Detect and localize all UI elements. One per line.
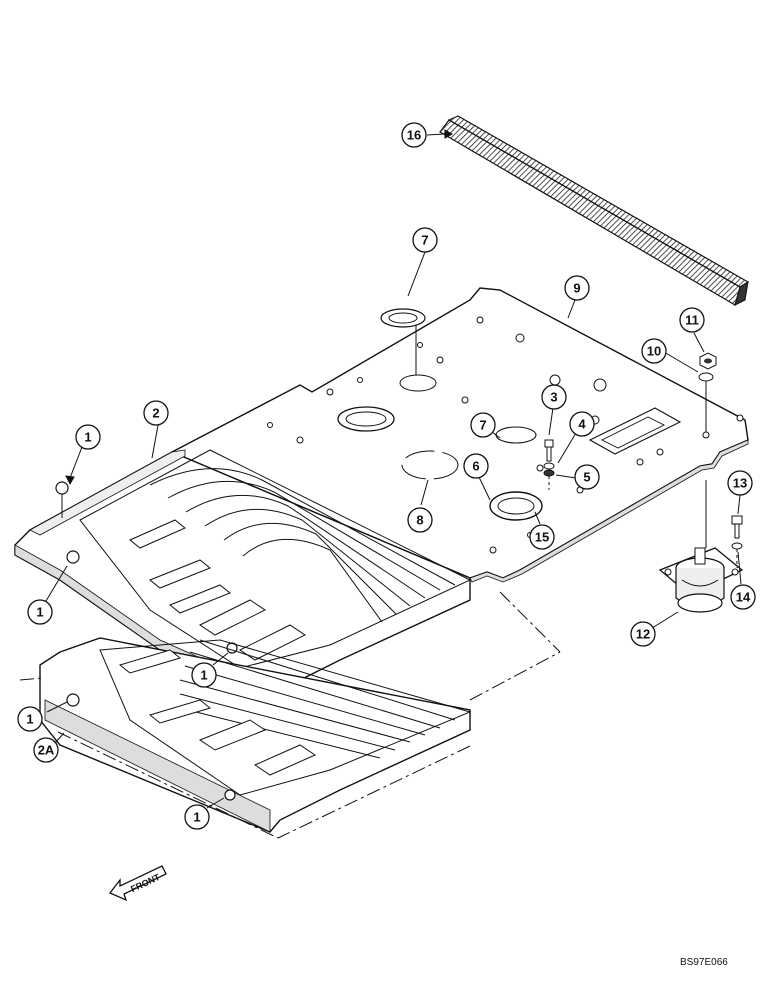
callout-1-bottom: 1 <box>184 804 210 830</box>
svg-text:1: 1 <box>193 810 200 825</box>
nut-5 <box>543 469 555 477</box>
washer-14 <box>731 542 743 550</box>
leader-lines <box>45 129 742 809</box>
callout-15: 15 <box>529 524 555 550</box>
svg-text:4: 4 <box>578 417 586 432</box>
svg-text:12: 12 <box>636 627 650 642</box>
seal-strip <box>439 115 750 306</box>
gasket-7-lower <box>495 426 537 444</box>
svg-text:1: 1 <box>36 605 43 620</box>
callout-7-lower: 7 <box>470 412 496 438</box>
alternate-floor-mat <box>39 637 472 833</box>
callout-12: 12 <box>630 621 656 647</box>
callout-4: 4 <box>569 411 595 437</box>
callout-14: 14 <box>730 584 756 610</box>
callout-1-lower-left: 1 <box>17 706 43 732</box>
drawing-code: BS97E066 <box>680 957 728 968</box>
plug-8 <box>401 450 459 480</box>
svg-text:5: 5 <box>583 470 590 485</box>
svg-text:2: 2 <box>152 406 159 421</box>
callout-8: 8 <box>407 507 433 533</box>
svg-text:9: 9 <box>573 281 580 296</box>
svg-text:11: 11 <box>685 313 699 328</box>
callout-11: 11 <box>679 307 705 333</box>
callout-5: 5 <box>574 464 600 490</box>
svg-text:14: 14 <box>736 590 751 605</box>
svg-text:13: 13 <box>733 476 747 491</box>
callout-3: 3 <box>541 384 567 410</box>
callout-16: 16 <box>401 122 427 148</box>
nut-11 <box>699 352 717 370</box>
callout-7-upper: 7 <box>412 227 438 253</box>
svg-text:1: 1 <box>84 430 91 445</box>
svg-text:3: 3 <box>550 390 557 405</box>
washer-4 <box>543 462 555 470</box>
svg-text:6: 6 <box>472 459 479 474</box>
svg-text:7: 7 <box>479 418 486 433</box>
floor-plate <box>170 287 749 583</box>
svg-text:2A: 2A <box>38 743 55 758</box>
svg-text:8: 8 <box>416 513 423 528</box>
svg-text:1: 1 <box>26 712 33 727</box>
callout-9: 9 <box>564 275 590 301</box>
callout-10: 10 <box>641 338 667 364</box>
svg-text:15: 15 <box>535 530 549 545</box>
callout-6: 6 <box>463 453 489 479</box>
svg-text:16: 16 <box>407 128 421 143</box>
callout-2: 2 <box>143 400 169 426</box>
callout-1-top: 1 <box>75 424 101 450</box>
callout-2a: 2A <box>33 737 59 763</box>
callout-1-mid: 1 <box>191 662 217 688</box>
front-arrow-icon: FRONT <box>108 865 167 902</box>
plug-1-left <box>55 481 69 495</box>
svg-text:7: 7 <box>421 233 428 248</box>
washer-10 <box>698 372 714 382</box>
callout-1-left: 1 <box>27 599 53 625</box>
svg-text:10: 10 <box>647 344 661 359</box>
svg-text:1: 1 <box>200 668 207 683</box>
isolator-mount-12 <box>658 547 744 613</box>
callout-13: 13 <box>727 470 753 496</box>
bolt-3 <box>544 439 554 462</box>
bolt-13 <box>731 515 743 539</box>
